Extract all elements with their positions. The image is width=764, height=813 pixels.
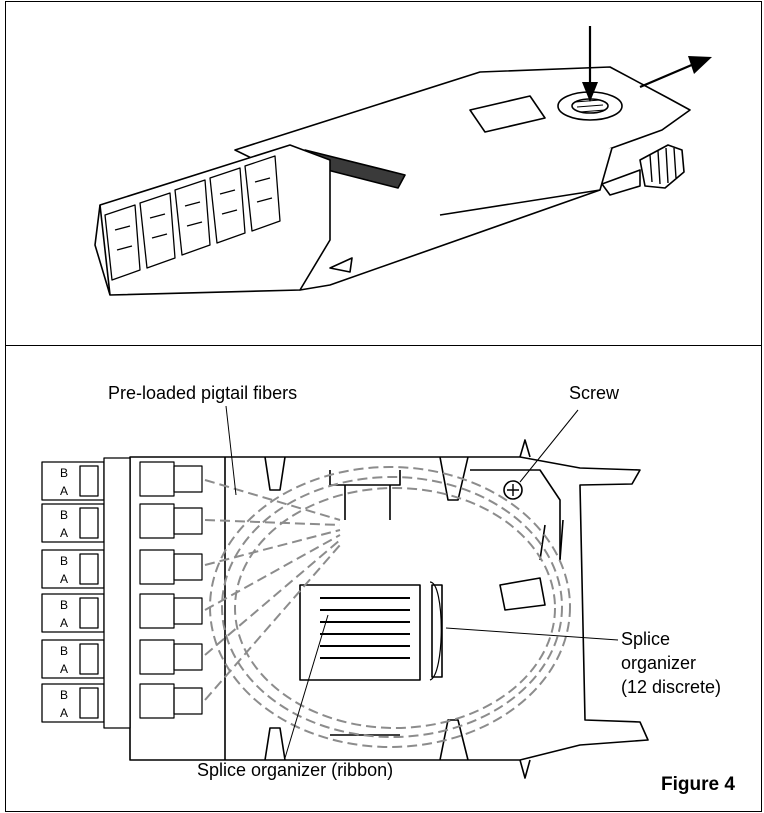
pull-arrow [639,56,712,89]
lid-window [469,95,546,133]
splice-organizer-ribbon-label: Splice organizer (ribbon) [197,760,394,780]
cassette-isometric-drawing [94,26,712,296]
pull-tab [639,144,685,189]
press-arrow [582,26,598,102]
adapter-block [94,144,331,296]
figure-caption: Figure 4 [661,774,735,795]
splice-organizer-discrete-label: Splice organizer (12 discrete) [621,629,722,697]
screw-label: Screw [569,383,620,403]
pigtail-fibers-label: Pre-loaded pigtail fibers [108,383,298,403]
bottom-panel-cassette-plan [5,345,762,812]
